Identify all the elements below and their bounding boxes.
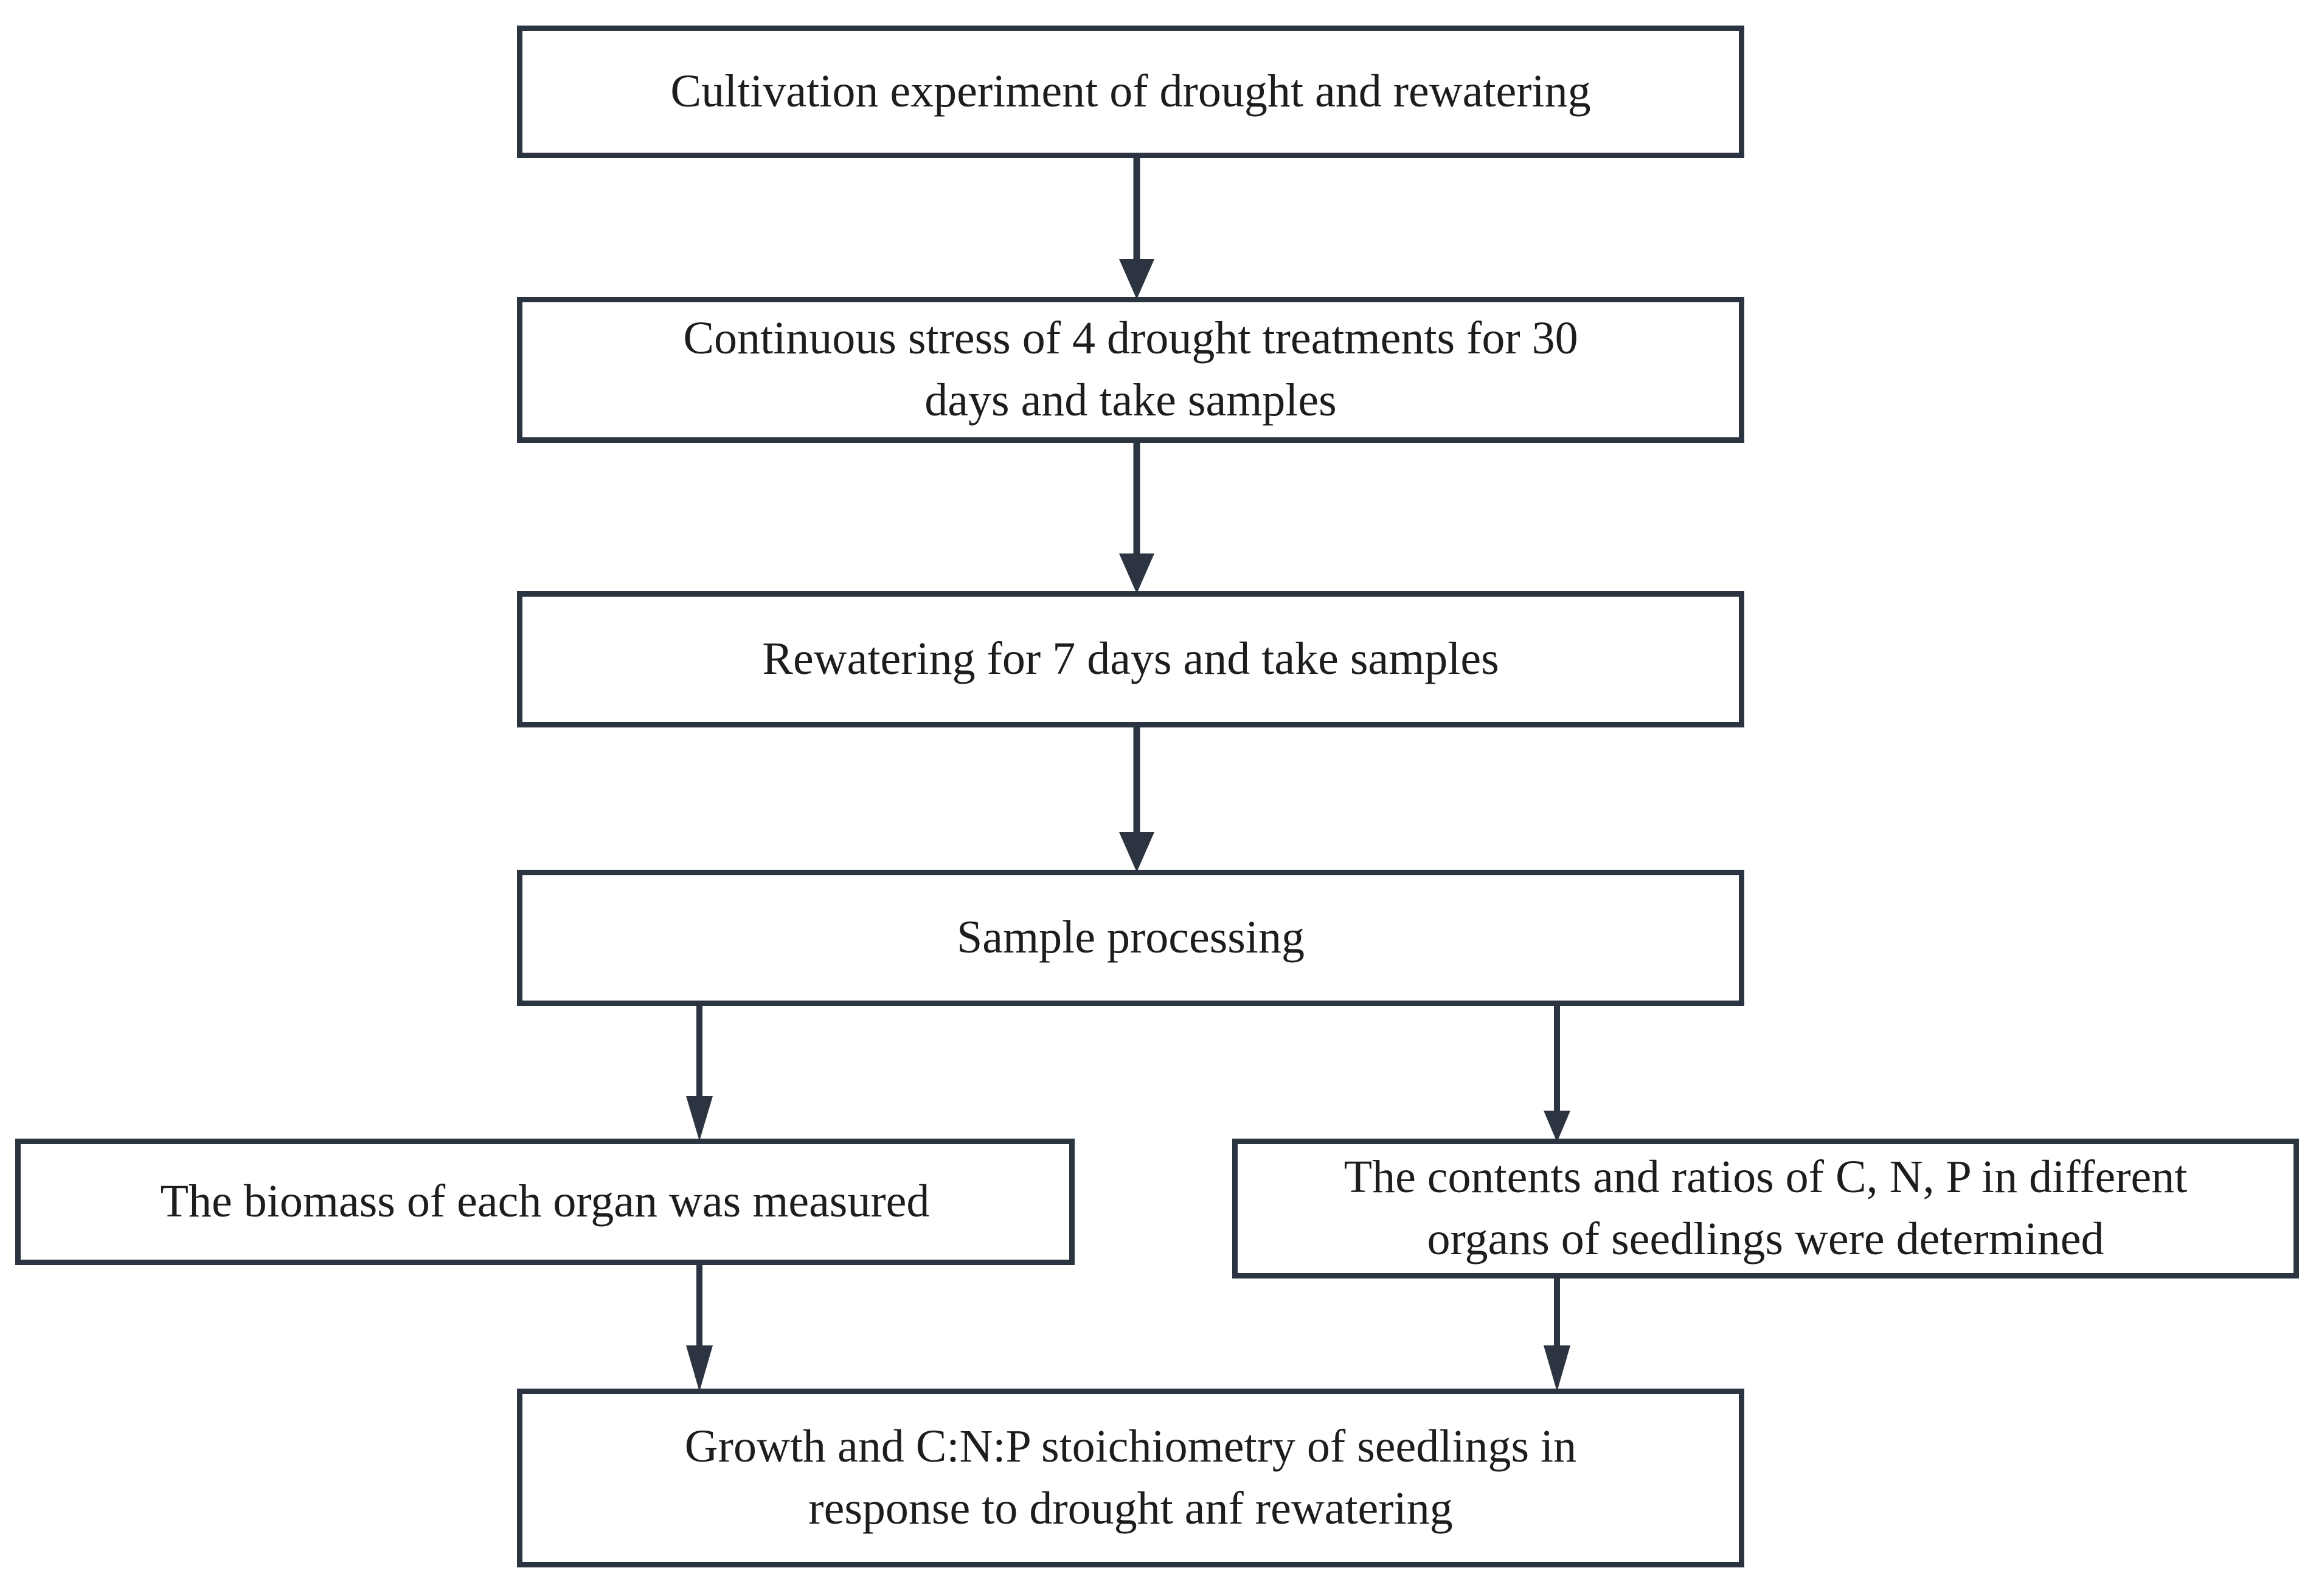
node-processing-label: Sample processing: [956, 912, 1305, 963]
node-drought-treatments: Continuous stress of 4 drought treatment…: [517, 297, 1744, 443]
node-cultivation-experiment: Cultivation experiment of drought and re…: [517, 26, 1744, 158]
node-biomass-label: The biomass of each organ was measured: [160, 1176, 930, 1227]
edge-processing-to-biomass: [681, 1006, 718, 1142]
node-rewatering: Rewatering for 7 days and take samples: [517, 591, 1744, 727]
node-biomass-measured: The biomass of each organ was measured: [15, 1139, 1075, 1265]
node-cnp-line-1: The contents and ratios of C, N, P in di…: [1343, 1151, 2188, 1203]
node-sample-processing: Sample processing: [517, 870, 1744, 1006]
node-growth-stoichiometry-outcome: Growth and C:N:P stoichiometry of seedli…: [517, 1389, 1744, 1567]
edge-processing-to-cnp: [1539, 1006, 1575, 1142]
node-cnp-label: The contents and ratios of C, N, P in di…: [1262, 1147, 2269, 1271]
node-outcome-line-1: Growth and C:N:P stoichiometry of seedli…: [684, 1421, 1577, 1473]
node-rewatering-label: Rewatering for 7 days and take samples: [762, 633, 1499, 685]
node-cnp-line-2: organs of seedlings were determined: [1427, 1213, 2104, 1265]
edge-rewatering-to-processing: [1114, 727, 1159, 873]
edge-biomass-to-outcome: [681, 1264, 718, 1393]
node-cnp-contents: The contents and ratios of C, N, P in di…: [1232, 1139, 2299, 1279]
node-drought-label: Continuous stress of 4 drought treatment…: [547, 308, 1714, 432]
node-outcome-label: Growth and C:N:P stoichiometry of seedli…: [547, 1416, 1714, 1540]
edge-cnp-to-outcome: [1539, 1277, 1575, 1393]
node-cultivation-label: Cultivation experiment of drought and re…: [670, 66, 1591, 117]
edge-drought-to-rewatering: [1114, 443, 1159, 595]
edge-cultivation-to-drought: [1114, 157, 1159, 300]
node-outcome-line-2: response to drought anf rewatering: [808, 1483, 1453, 1534]
node-drought-line-1: Continuous stress of 4 drought treatment…: [683, 313, 1578, 364]
node-drought-line-2: days and take samples: [924, 375, 1337, 426]
